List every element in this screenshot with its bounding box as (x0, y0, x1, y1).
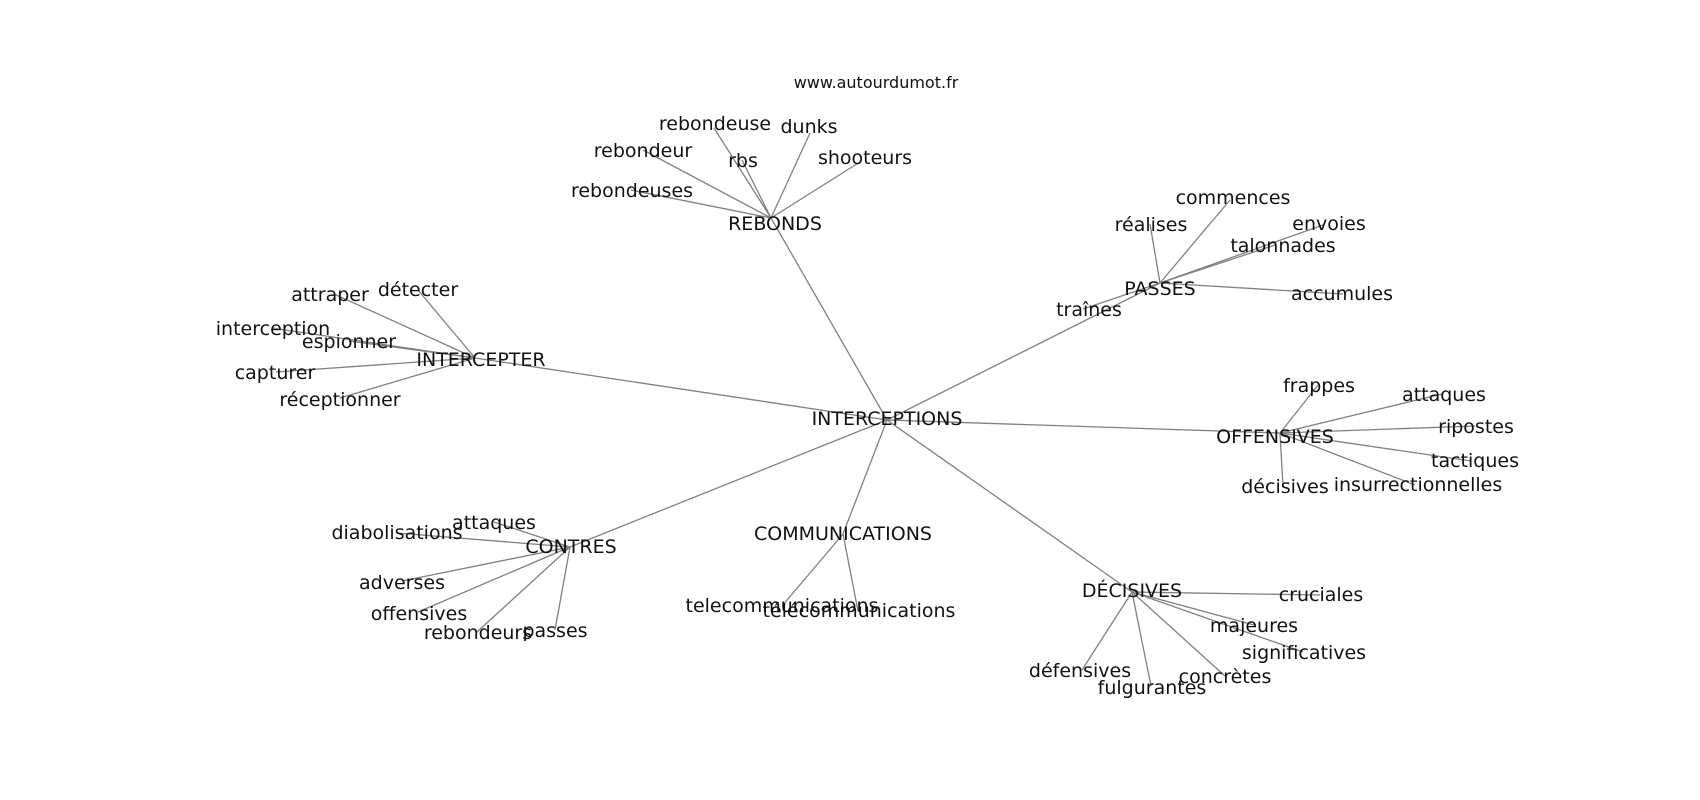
leaf-node-rebonds-4: shooteurs (818, 147, 912, 169)
labels-layer: www.autourdumot.fr INTERCEPTIONS REBONDS r… (216, 73, 1519, 699)
leaf-node-rebonds-5: rebondeuses (571, 180, 693, 202)
leaf-node-contres-0: diabolisations (331, 522, 462, 544)
edge-rebonds-leaf-4 (770, 161, 861, 219)
edge-intercepter-leaf-5 (339, 357, 476, 399)
edge-offensives-hub-leaf-3 (1279, 432, 1472, 462)
leaf-node-intercepter-4: capturer (235, 362, 316, 384)
edge-rebonds-leaf-5 (630, 189, 772, 219)
edge-intercepter-leaf-4 (275, 357, 476, 373)
leaf-node-decisives-hub-2: significatives (1242, 642, 1366, 664)
leaf-node-passes-hub-1: réalises (1115, 214, 1188, 236)
edge-contres-leaf-3 (417, 546, 571, 613)
edge-decisives-hub-leaf-0 (1131, 591, 1321, 596)
leaf-node-contres-3: offensives (371, 603, 467, 625)
leaf-node-offensives-hub-5: décisives (1241, 476, 1329, 498)
edge-passes-hub-leaf-4 (1159, 282, 1344, 295)
hub-node-decisives-hub: DÉCISIVES (1082, 579, 1182, 602)
leaf-node-passes-hub-4: accumules (1291, 283, 1393, 305)
edge-contres-leaf-1 (493, 521, 571, 548)
edge-center-passes-hub (886, 282, 1161, 421)
leaf-node-intercepter-1: détecter (378, 279, 458, 301)
leaf-node-offensives-hub-3: tactiques (1431, 450, 1519, 472)
edge-offensives-hub-leaf-2 (1279, 425, 1476, 434)
leaf-node-passes-hub-0: commences (1176, 187, 1291, 209)
leaf-node-offensives-hub-1: attaques (1402, 384, 1486, 406)
edge-rebonds-leaf-0 (713, 127, 772, 219)
edge-decisives-hub-leaf-3 (1081, 591, 1133, 671)
edge-contres-leaf-0 (396, 532, 571, 548)
watermark-text[interactable]: www.autourdumot.fr (794, 73, 959, 92)
center-node-label: INTERCEPTIONS (812, 408, 963, 430)
edge-center-decisives-hub (886, 419, 1133, 593)
edge-decisives-hub-leaf-4 (1131, 591, 1152, 687)
leaf-node-contres-1: attaques (452, 512, 536, 534)
edge-contres-leaf-2 (401, 546, 571, 582)
leaf-node-rebonds-1: dunks (780, 116, 837, 138)
hub-node-rebonds: REBONDS (728, 213, 822, 235)
edge-offensives-hub-leaf-4 (1279, 432, 1416, 486)
leaf-node-contres-2: adverses (359, 572, 445, 594)
leaf-node-intercepter-0: attraper (291, 284, 369, 306)
edge-decisives-hub-leaf-2 (1131, 591, 1304, 653)
leaf-node-intercepter-3: espionner (302, 331, 396, 353)
leaf-node-decisives-hub-1: majeures (1210, 615, 1298, 637)
leaf-node-passes-hub-5: traînes (1056, 299, 1122, 321)
leaf-node-communications-1: télécommunications (763, 600, 956, 622)
hub-node-intercepter: INTERCEPTER (416, 349, 545, 371)
edge-passes-hub-leaf-3 (1159, 244, 1276, 284)
edge-center-contres (569, 419, 888, 548)
edge-passes-hub-leaf-2 (1159, 224, 1324, 284)
edge-rebonds-leaf-2 (642, 149, 772, 219)
edge-passes-hub-leaf-5 (1082, 282, 1161, 310)
edge-rebonds-leaf-3 (741, 159, 772, 219)
leaf-node-offensives-hub-4: insurrectionnelles (1334, 474, 1503, 496)
hub-node-contres: CONTRES (525, 536, 616, 558)
edge-intercepter-leaf-3 (348, 340, 476, 359)
edge-rebonds-leaf-1 (770, 132, 811, 219)
edge-center-intercepter (474, 357, 888, 421)
edge-decisives-hub-leaf-1 (1131, 591, 1255, 626)
edge-intercepter-leaf-0 (333, 293, 476, 359)
edge-center-offensives-hub (886, 419, 1281, 434)
leaf-node-intercepter-2: interception (216, 318, 330, 340)
leaf-node-intercepter-5: réceptionner (279, 389, 400, 411)
edge-offensives-hub-leaf-5 (1279, 432, 1284, 487)
edge-offensives-hub-leaf-0 (1279, 384, 1319, 434)
edge-center-communications (842, 419, 888, 535)
edge-contres-leaf-4 (476, 546, 571, 633)
edge-decisives-hub-leaf-5 (1131, 591, 1226, 677)
leaf-node-rebonds-3: rbs (728, 150, 758, 172)
leaf-node-decisives-hub-5: concrètes (1179, 666, 1272, 688)
edges-layer (271, 127, 1476, 687)
hub-node-communications: COMMUNICATIONS (754, 523, 932, 545)
hub-node-passes-hub: PASSES (1124, 278, 1195, 300)
leaf-node-contres-4: rebondeurs (424, 622, 532, 644)
leaf-node-offensives-hub-2: ripostes (1438, 416, 1514, 438)
leaf-node-communications-0: telecommunications (686, 595, 879, 617)
leaf-node-rebonds-2: rebondeur (594, 140, 693, 162)
edge-offensives-hub-leaf-1 (1279, 393, 1443, 434)
edge-communications-leaf-0 (781, 533, 844, 607)
leaf-node-offensives-hub-0: frappes (1283, 375, 1355, 397)
leaf-node-decisives-hub-3: défensives (1029, 660, 1131, 682)
edge-intercepter-leaf-1 (417, 289, 476, 359)
leaf-node-decisives-hub-0: cruciales (1279, 584, 1364, 606)
leaf-node-passes-hub-2: envoies (1292, 213, 1365, 235)
edge-communications-leaf-1 (842, 533, 859, 612)
edge-contres-leaf-5 (554, 546, 571, 631)
leaf-node-rebonds-0: rebondeuse (659, 113, 771, 135)
leaf-node-decisives-hub-4: fulgurantes (1098, 677, 1207, 699)
leaf-node-passes-hub-3: talonnades (1230, 235, 1335, 257)
leaf-node-contres-5: passes (522, 620, 587, 642)
hub-node-offensives-hub: OFFENSIVES (1216, 426, 1334, 448)
edge-center-rebonds (770, 217, 888, 421)
edge-passes-hub-leaf-0 (1159, 199, 1231, 284)
edge-passes-hub-leaf-1 (1149, 223, 1161, 284)
